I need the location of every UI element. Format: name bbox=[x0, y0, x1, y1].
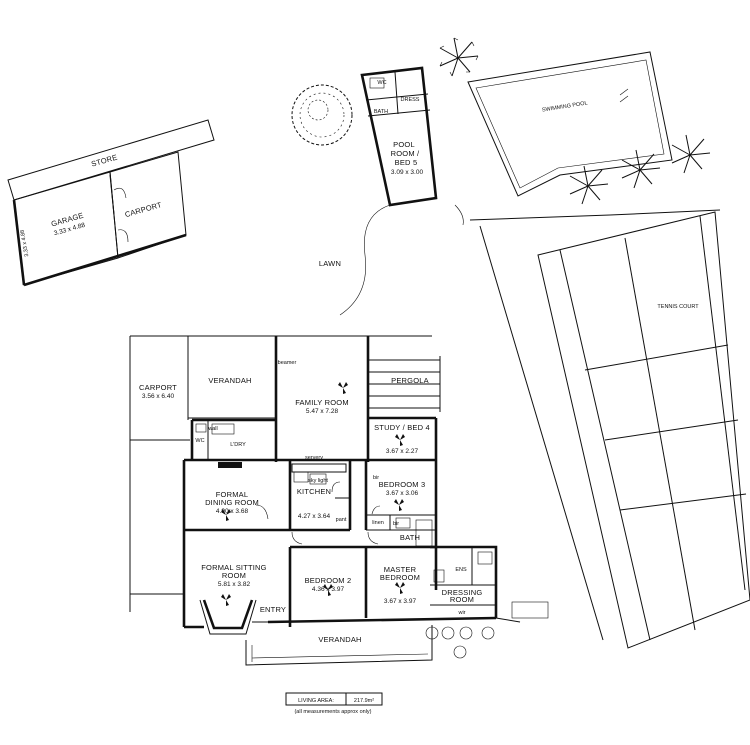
dressing-label-2: ROOM bbox=[450, 595, 474, 604]
formal-sitting-label-2: ROOM bbox=[222, 571, 246, 580]
wc-main-label: WC bbox=[195, 438, 204, 444]
tree-icon bbox=[291, 84, 353, 146]
ceiling-fan-icon bbox=[221, 382, 405, 606]
bath-main-label: BATH bbox=[400, 533, 420, 542]
living-area-box bbox=[285, 692, 383, 706]
pantry-label: pant bbox=[336, 517, 347, 523]
dressing-label-1: DRESSING bbox=[442, 588, 483, 597]
family-room-dims: 5.47 x 7.28 bbox=[306, 408, 339, 415]
carport-main-label: CARPORT bbox=[139, 383, 177, 392]
bedroom3-label: BEDROOM 3 bbox=[379, 480, 426, 489]
master-dims: 3.67 x 3.97 bbox=[384, 598, 417, 605]
study-label: STUDY / BED 4 bbox=[374, 423, 430, 432]
verandah-bottom-label: VERANDAH bbox=[318, 635, 361, 644]
carport-main-dims: 3.56 x 6.40 bbox=[142, 393, 175, 400]
servery-label: servery bbox=[305, 455, 323, 461]
fixtures bbox=[195, 423, 549, 619]
wall-oven-label: wall bbox=[207, 426, 217, 432]
pool-room-dims: 3.09 x 3.00 bbox=[391, 169, 424, 176]
lawn-path bbox=[339, 204, 391, 316]
master-label-1: MASTER bbox=[384, 565, 417, 574]
bedroom2-label: BEDROOM 2 bbox=[305, 576, 352, 585]
bedroom3-dims: 3.67 x 3.06 bbox=[386, 490, 419, 497]
ens-label: ENS bbox=[455, 567, 467, 573]
bedroom2-dims: 4.36 x 3.97 bbox=[312, 586, 345, 593]
store-label: STORE bbox=[90, 153, 118, 169]
entry-label: ENTRY bbox=[260, 605, 286, 614]
pool-room-label-2: ROOM / bbox=[391, 149, 420, 158]
carport-top-label: CARPORT bbox=[124, 200, 163, 219]
dressing-wir-label: wir bbox=[457, 610, 465, 616]
garage-block bbox=[7, 119, 215, 287]
palm-tree-icon bbox=[439, 37, 711, 205]
swimming-pool-label: SWIMMING POOL bbox=[542, 100, 589, 113]
bedroom3-bir-label: bir bbox=[373, 475, 379, 481]
lawn-label: LAWN bbox=[319, 259, 341, 268]
front-verandah bbox=[245, 617, 521, 666]
pool-room-label-3: BED 5 bbox=[395, 158, 418, 167]
master-label-2: BEDROOM bbox=[380, 573, 420, 582]
formal-sitting-dims: 5.81 x 3.82 bbox=[218, 581, 251, 588]
verandah-top-label: VERANDAH bbox=[208, 376, 251, 385]
pool-room-label-1: POOL bbox=[393, 140, 415, 149]
living-area-label: LIVING AREA: bbox=[298, 698, 334, 704]
family-room-label: FAMILY ROOM bbox=[295, 398, 349, 407]
swimming-pool bbox=[467, 51, 673, 197]
living-area-value: 217.9m² bbox=[354, 698, 374, 704]
pool-bath-label: BATH bbox=[374, 109, 388, 115]
kitchen-label: KITCHEN bbox=[297, 487, 331, 496]
formal-dining-dims: 4.90 x 3.68 bbox=[216, 508, 249, 515]
kitchen-dims: 4.27 x 3.64 bbox=[298, 513, 331, 520]
formal-dining-label-2: DINING ROOM bbox=[205, 498, 259, 507]
tennis-court-label: TENNIS COURT bbox=[657, 304, 699, 310]
formal-sitting-label-1: FORMAL SITTING bbox=[201, 563, 266, 572]
pool-dress-label: DRESS bbox=[401, 97, 420, 103]
beamer-label: beamer bbox=[278, 360, 297, 366]
pergola-label: PERGOLA bbox=[391, 376, 429, 385]
garage-side-dims: 3.33 x 4.88 bbox=[20, 229, 31, 257]
bath-bir-label: bir bbox=[393, 521, 399, 527]
pool-wc-label: WC bbox=[377, 80, 386, 86]
study-dims: 3.67 x 2.27 bbox=[386, 448, 419, 455]
formal-dining-label-1: FORMAL bbox=[216, 490, 248, 499]
sky-light-label: sky light bbox=[308, 478, 328, 484]
pool-room-block bbox=[360, 66, 438, 207]
main-house-outline bbox=[129, 335, 498, 635]
tennis-court bbox=[469, 209, 750, 649]
ldry-label: L'DRY bbox=[230, 442, 246, 448]
measurements-note: (all measurements approx only) bbox=[294, 709, 371, 715]
linen-label: linen bbox=[372, 520, 384, 526]
